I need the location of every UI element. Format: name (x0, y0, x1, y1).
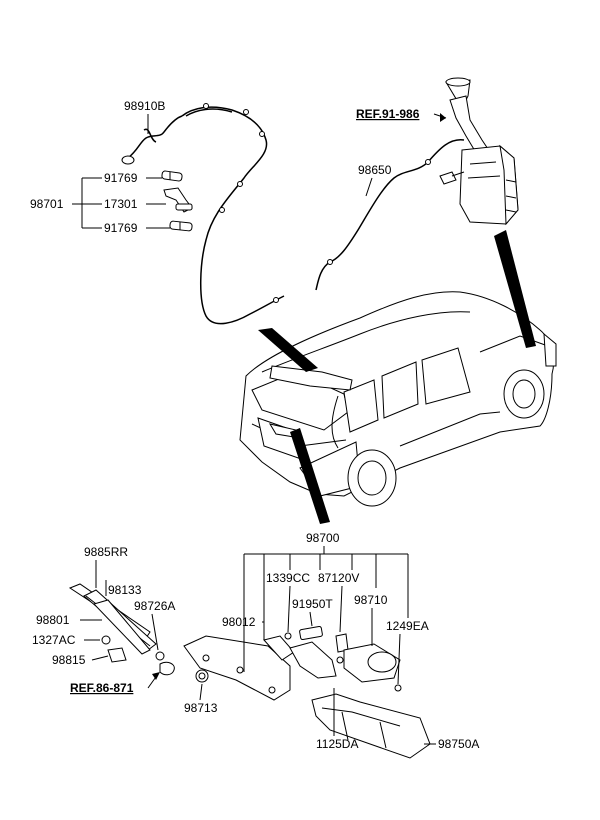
ref-91-986: REF.91-986 (356, 107, 420, 121)
label-98726A: 98726A (134, 599, 175, 613)
washer-hose-assembly (121, 103, 285, 325)
label-17301: 17301 (104, 197, 138, 211)
pointer-wedges (258, 230, 536, 524)
label-98815: 98815 (52, 653, 86, 667)
label-98133: 98133 (108, 583, 142, 597)
ref-86-871: REF.86-871 (70, 681, 134, 695)
vehicle-outline (239, 291, 557, 507)
label-98700: 98700 (306, 531, 340, 545)
wiper-motor-assembly (183, 625, 431, 759)
label-1339CC: 1339CC (266, 571, 310, 585)
label-98701: 98701 (30, 197, 64, 211)
wiper-arm-blade (68, 583, 175, 676)
label-9885RR: 9885RR (84, 545, 128, 559)
label-98650: 98650 (358, 163, 392, 177)
labels-bottom-left: 9885RR 98133 98801 98726A 1327AC 98815 R… (32, 545, 175, 695)
label-1327AC: 1327AC (32, 633, 76, 647)
label-98012: 98012 (222, 615, 256, 629)
labels-bottom-right: 98700 98012 1339CC 87120V 91950T 98710 1… (184, 531, 479, 751)
label-91769-upper: 91769 (104, 171, 138, 185)
label-98710: 98710 (354, 593, 388, 607)
label-98750A: 98750A (438, 737, 479, 751)
label-87120V: 87120V (318, 571, 359, 585)
label-91769-lower: 91769 (104, 221, 138, 235)
labels-top-left: 98910B 91769 98701 17301 91769 (30, 99, 170, 235)
labels-top-right: REF.91-986 98650 (356, 107, 447, 197)
label-98713: 98713 (184, 701, 218, 715)
label-1249EA: 1249EA (386, 619, 429, 633)
label-1125DA: 1125DA (316, 737, 358, 751)
label-91950T: 91950T (292, 597, 333, 611)
connector-parts (161, 170, 193, 232)
label-98910B: 98910B (124, 99, 165, 113)
label-98801: 98801 (36, 613, 70, 627)
washer-reservoir (315, 77, 519, 291)
